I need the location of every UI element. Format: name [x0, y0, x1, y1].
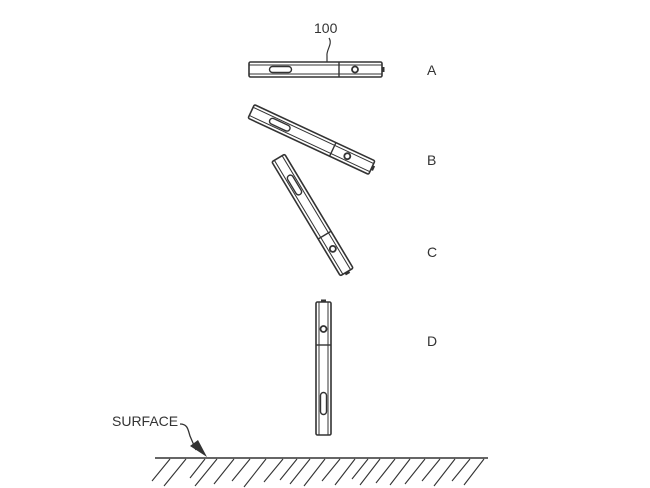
position-label-a: A [427, 62, 437, 78]
device-position-c [270, 153, 356, 279]
position-label-c: C [427, 244, 438, 260]
surface-hatching [151, 458, 485, 488]
reference-numeral: 100 [314, 20, 338, 36]
device-position-d [315, 298, 332, 436]
position-label-b: B [427, 152, 437, 168]
surface-arrow [179, 423, 197, 451]
surface-arrowhead-icon [190, 440, 207, 457]
reference-leader [326, 37, 331, 62]
device-position-b [247, 103, 379, 177]
device-position-a [248, 61, 386, 78]
position-label-d: D [427, 333, 438, 349]
surface-label: SURFACE [112, 413, 179, 429]
